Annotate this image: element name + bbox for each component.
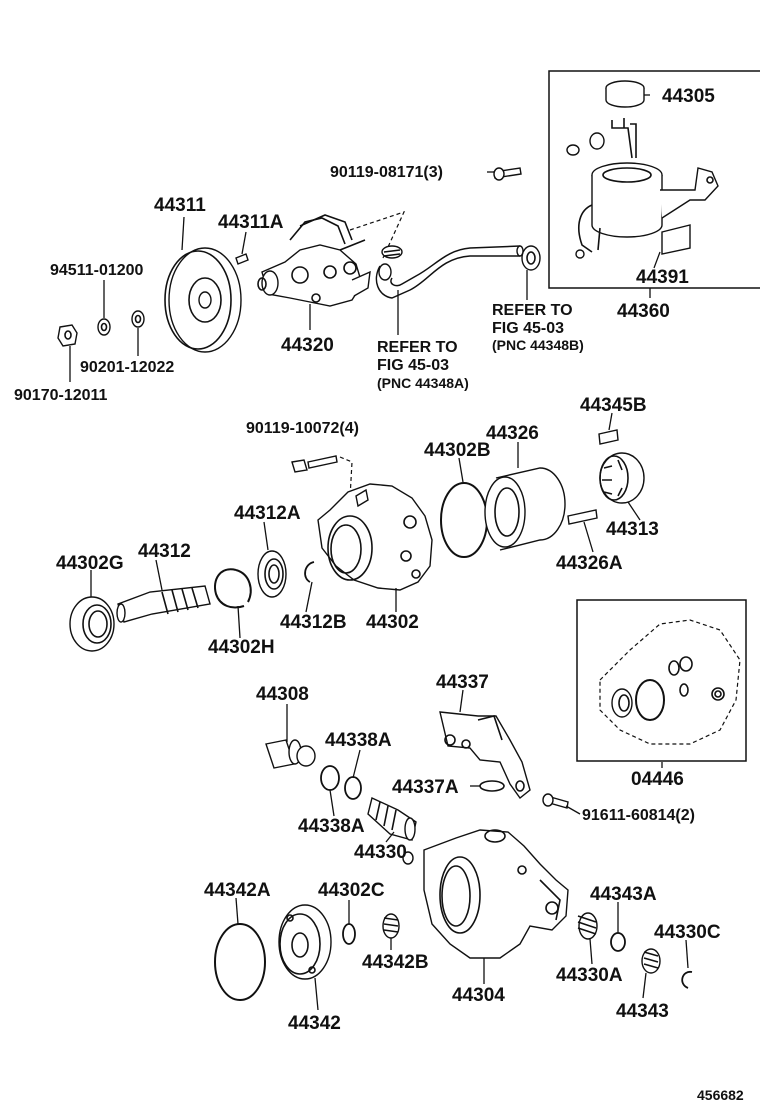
- flow-control-valve-part: [367, 797, 417, 865]
- label-44312: 44312: [138, 541, 191, 562]
- label-44308: 44308: [256, 684, 309, 705]
- label-refer-1-line1: REFER TO: [377, 339, 458, 356]
- bearing-part: [257, 550, 287, 598]
- leader-lines: [69, 94, 689, 1011]
- label-44302B: 44302B: [424, 440, 491, 461]
- pin-part: [567, 509, 598, 525]
- label-44342A: 44342A: [204, 880, 271, 901]
- bolt-leader-dash: [349, 210, 406, 259]
- label-44302: 44302: [366, 612, 419, 633]
- gasket-kit-parts: [599, 619, 741, 745]
- label-44338A-top: 44338A: [325, 730, 392, 751]
- label-90201-12022: 90201-12022: [80, 359, 174, 376]
- pulley-washer-part: [97, 318, 111, 336]
- bearing-snap-ring-part: [304, 561, 315, 583]
- rotor-part: [599, 452, 645, 504]
- reservoir-bracket-part: [660, 167, 719, 255]
- label-44337: 44337: [436, 672, 489, 693]
- reservoir-tank-part: [566, 118, 663, 259]
- label-91611-60814: 91611-60814(2): [582, 807, 695, 824]
- front-housing-part: [317, 483, 433, 591]
- label-44311A: 44311A: [218, 212, 284, 233]
- label-44330: 44330: [354, 842, 407, 863]
- return-hose-part: [375, 245, 524, 299]
- label-44320: 44320: [281, 335, 334, 356]
- clamp-part-left: [381, 245, 403, 259]
- plate-spring-part: [382, 913, 400, 939]
- snap-ring-part: [214, 568, 252, 609]
- suction-bolt-part: [542, 793, 569, 809]
- housing-o-ring-part: [440, 482, 488, 558]
- label-44343: 44343: [616, 1001, 669, 1022]
- pressure-plate-part: [278, 904, 332, 980]
- gasket-kit-box: [576, 599, 747, 762]
- label-44311: 44311: [154, 195, 206, 216]
- pump-bolt-top-part: [493, 167, 522, 181]
- shaft-part: [116, 585, 211, 623]
- reservoir-cap-part: [605, 80, 645, 108]
- oil-seal-part: [69, 596, 115, 652]
- union-o-ring-lower: [320, 765, 340, 791]
- plate-o-ring-part: [342, 923, 356, 945]
- label-44313: 44313: [606, 519, 659, 540]
- label-refer-1-line2: FIG 45-03: [377, 357, 449, 374]
- key-part: [235, 253, 249, 265]
- union-part: [265, 739, 316, 769]
- label-04446: 04446: [631, 769, 684, 790]
- label-44345B: 44345B: [580, 395, 647, 416]
- label-90170-12011: 90170-12011: [14, 387, 108, 404]
- label-44302H: 44302H: [208, 637, 275, 658]
- label-94511-01200: 94511-01200: [50, 262, 144, 279]
- plug-part: [641, 948, 661, 974]
- suction-port-part: [439, 711, 531, 800]
- diagram-id: 456682: [697, 1087, 744, 1103]
- label-44343A: 44343A: [590, 884, 657, 905]
- label-44302G: 44302G: [56, 553, 124, 574]
- label-44304: 44304: [452, 985, 505, 1006]
- reservoir-kit-box: [548, 70, 760, 289]
- housing-bolt-dash: [339, 456, 353, 499]
- label-44312A: 44312A: [234, 503, 301, 524]
- label-refer-2-line3: (PNC 44348B): [492, 337, 584, 353]
- vane-part: [598, 429, 619, 445]
- valve-spring-part: [577, 912, 598, 940]
- label-44337A: 44337A: [392, 777, 459, 798]
- label-refer-1-line3: (PNC 44348A): [377, 375, 469, 391]
- label-90119-08171: 90119-08171(3): [330, 164, 443, 181]
- nut-part: [57, 324, 78, 347]
- union-o-ring-upper: [344, 776, 362, 800]
- rear-housing-part: [423, 829, 569, 959]
- housing-bolt-part: [291, 455, 338, 473]
- label-refer-2-line2: FIG 45-03: [492, 320, 564, 337]
- label-44305: 44305: [662, 86, 715, 107]
- label-refer-2-line1: REFER TO: [492, 302, 573, 319]
- vane-pump-assembly-part: [257, 214, 371, 307]
- plug-snap-ring-part: [681, 971, 693, 989]
- label-44342: 44342: [288, 1013, 341, 1034]
- cam-ring-part: [484, 467, 566, 551]
- rear-o-ring-part: [214, 923, 266, 1001]
- suction-o-ring-part: [479, 780, 505, 792]
- label-44326A: 44326A: [556, 553, 623, 574]
- label-44302C: 44302C: [318, 880, 385, 901]
- label-90119-10072: 90119-10072(4): [246, 420, 359, 437]
- plug-o-ring-part: [610, 932, 626, 952]
- label-44326: 44326: [486, 423, 539, 444]
- label-44330A: 44330A: [556, 965, 623, 986]
- label-44391: 44391: [636, 267, 689, 288]
- pulley-part: [164, 247, 242, 353]
- label-44360: 44360: [617, 301, 670, 322]
- label-44312B: 44312B: [280, 612, 347, 633]
- label-44342B: 44342B: [362, 952, 429, 973]
- lock-washer-part: [131, 310, 145, 328]
- label-44330C: 44330C: [654, 922, 721, 943]
- label-44338A-bottom: 44338A: [298, 816, 365, 837]
- clamp-part-right: [521, 245, 541, 271]
